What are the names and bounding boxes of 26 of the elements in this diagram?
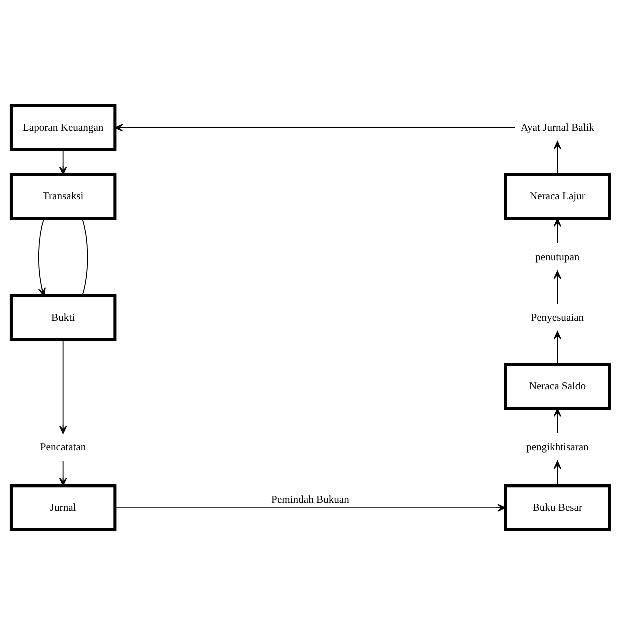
node-box: Neraca Saldo [504, 362, 612, 410]
arrow [554, 408, 562, 434]
node-box: Laporan Keuangan [10, 104, 117, 151]
arrow [59, 460, 68, 486]
arrow [554, 218, 562, 244]
node-text: Pencatatan [40, 442, 86, 453]
edge-label: Pemindah Bukuan [272, 494, 350, 506]
arrow [554, 460, 562, 486]
connector [82, 218, 88, 296]
node-box: Neraca Lajur [504, 172, 612, 220]
node-text: pengikhtisaran [526, 442, 589, 453]
node-box: Buku Besar [504, 484, 612, 531]
arrow [59, 339, 68, 434]
arrow [554, 270, 562, 304]
node-box: Jurnal [10, 484, 117, 531]
node-text: penutupan [536, 252, 580, 263]
arrow [59, 149, 68, 175]
node-text: Penyesuaian [531, 312, 584, 324]
node-text: Ayat Jurnal Balik [520, 122, 594, 134]
arrow [554, 140, 562, 175]
node-box: Bukti [10, 294, 117, 341]
arrow [554, 330, 562, 365]
arrow [38, 218, 46, 296]
node-box: Transaksi [10, 172, 117, 220]
arrow [114, 124, 516, 132]
arrow [114, 504, 506, 512]
